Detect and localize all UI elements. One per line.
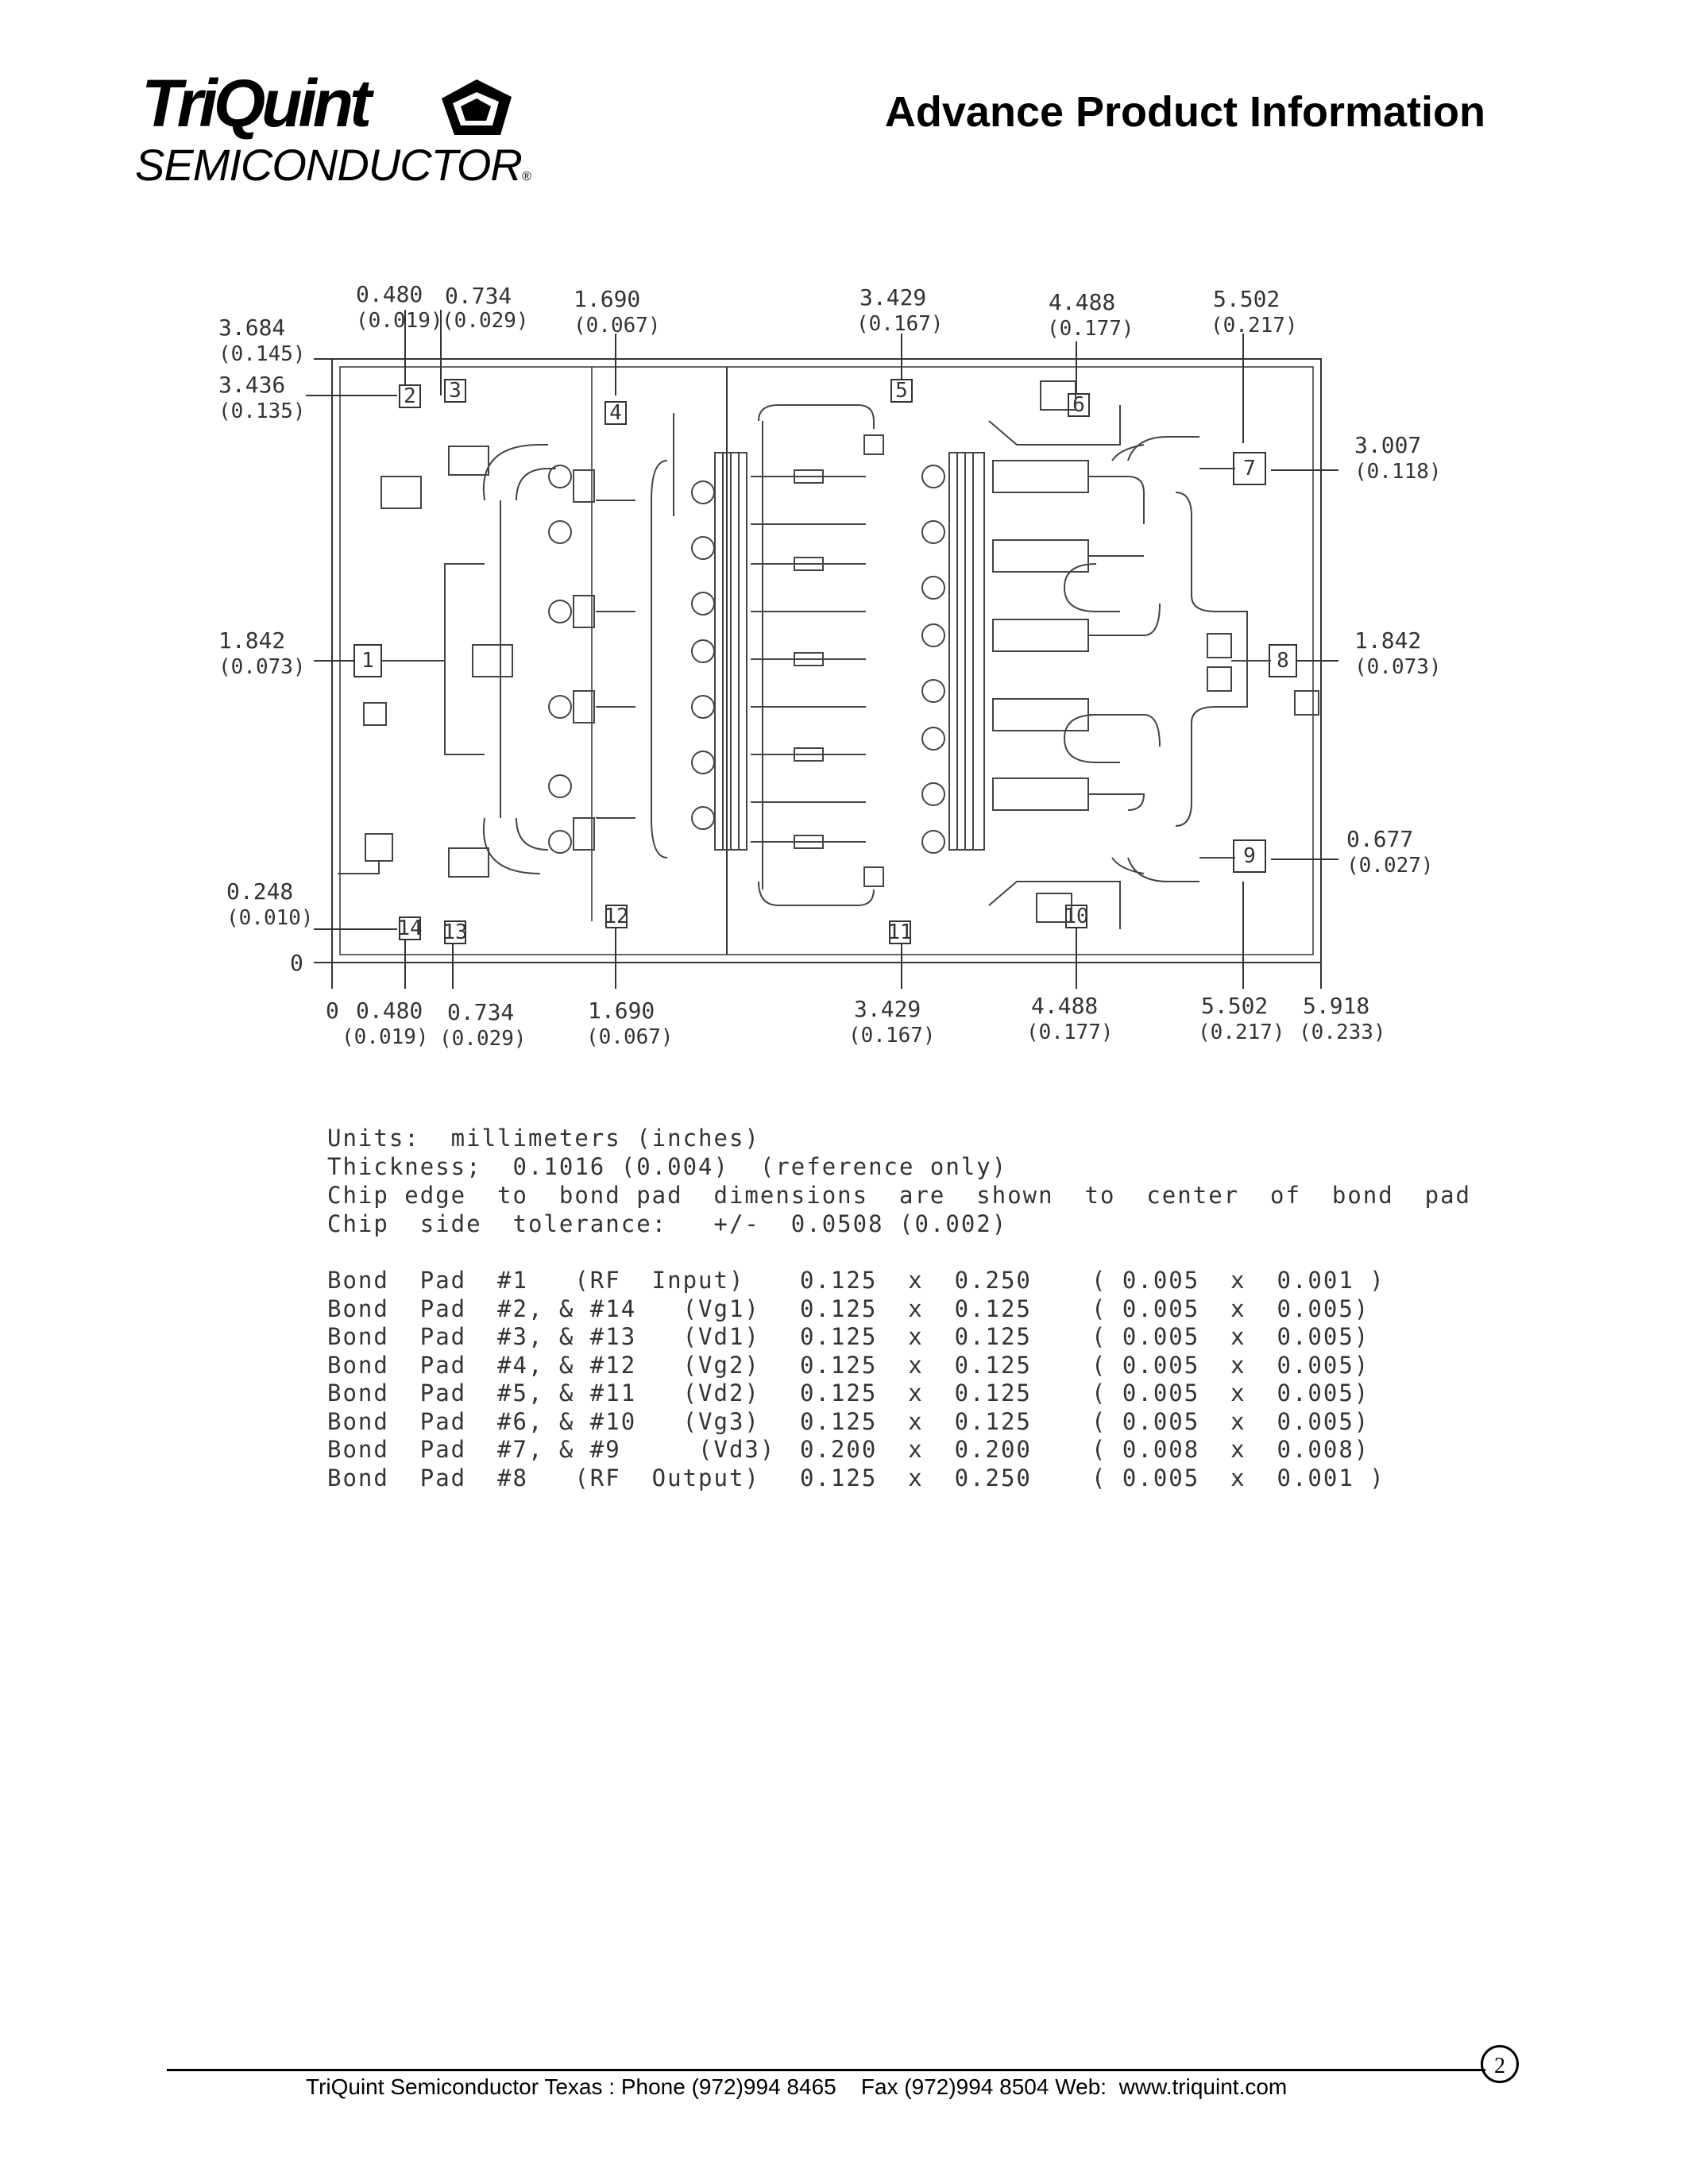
svg-text:(0.167): (0.167)	[848, 1024, 936, 1048]
svg-text:13: 13	[442, 920, 467, 944]
svg-text:3.429: 3.429	[854, 996, 921, 1022]
svg-text:(0.217): (0.217)	[1198, 1021, 1285, 1044]
svg-text:6: 6	[1072, 393, 1085, 417]
svg-text:5.502: 5.502	[1213, 286, 1280, 312]
svg-text:3.436: 3.436	[218, 372, 285, 398]
svg-text:5.502: 5.502	[1201, 993, 1268, 1019]
svg-text:11: 11	[887, 920, 912, 944]
svg-text:12: 12	[604, 905, 628, 928]
bond-pad-2	[399, 384, 421, 408]
footer-contact: TriQuint Semiconductor Texas : Phone (97…	[306, 2074, 1288, 2099]
svg-text:7: 7	[1243, 457, 1256, 480]
svg-text:2: 2	[404, 384, 416, 408]
svg-text:(0.073): (0.073)	[1354, 655, 1442, 679]
svg-text:0.480: 0.480	[356, 281, 423, 307]
bond-pad-numbers: 1 2 3 4 5 6 7 8 9 10 11 12 13 14	[361, 379, 1289, 944]
bond-pad-14	[399, 916, 421, 940]
svg-text:0.734: 0.734	[447, 999, 514, 1025]
svg-text:(0.177): (0.177)	[1047, 317, 1134, 341]
svg-text:0.677: 0.677	[1346, 826, 1413, 852]
svg-text:(0.167): (0.167)	[856, 312, 944, 336]
svg-text:(0.067): (0.067)	[586, 1025, 674, 1049]
logo-subtitle: SEMICONDUCTOR®	[135, 140, 531, 190]
svg-text:(0.233): (0.233)	[1299, 1021, 1386, 1044]
svg-text:3.429: 3.429	[859, 284, 926, 311]
note-thickness: Thickness; 0.1016 (0.004) (reference onl…	[327, 1153, 1008, 1180]
svg-text:0: 0	[326, 997, 339, 1024]
bottom-dimensions: 0 0.480 (0.019) 0.734 (0.029) 1.690 (0.0…	[326, 993, 1386, 1051]
svg-text:(0.177): (0.177)	[1026, 1021, 1114, 1044]
bond-pad-9	[1233, 839, 1266, 873]
svg-text:(0.029): (0.029)	[439, 1027, 527, 1051]
left-dimensions: 3.684 (0.145) 3.436 (0.135) 1.842 (0.073…	[218, 314, 314, 976]
svg-text:0.480: 0.480	[356, 997, 423, 1024]
svg-text:3: 3	[449, 379, 462, 403]
svg-text:4: 4	[609, 401, 622, 425]
svg-text:1.842: 1.842	[1354, 627, 1421, 654]
svg-text:14: 14	[397, 916, 422, 940]
svg-text:9: 9	[1243, 844, 1256, 868]
triquint-logo: TriQuint SEMICONDUCTOR®	[135, 70, 548, 197]
svg-text:(0.145): (0.145)	[218, 342, 306, 366]
note-dimensions: Chip edge to bond pad dimensions are sho…	[327, 1182, 1472, 1209]
svg-text:(0.019): (0.019)	[356, 309, 443, 333]
svg-text:(0.135): (0.135)	[218, 399, 306, 423]
svg-text:1.690: 1.690	[574, 286, 640, 312]
bond-pad-12	[605, 905, 628, 928]
svg-text:5.918: 5.918	[1303, 993, 1369, 1019]
note-tolerance: Chip side tolerance: +/- 0.0508 (0.002)	[327, 1210, 1008, 1237]
svg-text:(0.073): (0.073)	[218, 655, 306, 679]
svg-text:0: 0	[290, 950, 303, 976]
bond-pad-5	[890, 379, 913, 403]
top-dimensions: 0.480 (0.019) 0.734 (0.029) 1.690 (0.067…	[356, 281, 1298, 341]
page-number: 2	[1481, 2045, 1519, 2083]
die-layout-drawing: 1 2 3 4 5 6 7 8 9 10 11 12 13 14	[218, 281, 1442, 1051]
svg-text:1.690: 1.690	[588, 997, 655, 1024]
drawing-notes: Units: millimeters (inches) Thickness; 0…	[327, 1124, 1471, 1238]
right-dimensions: 3.007 (0.118) 1.842 (0.073) 0.677 (0.027…	[1346, 432, 1442, 878]
svg-text:(0.067): (0.067)	[574, 314, 661, 338]
logo-wordmark: TriQuint	[141, 66, 372, 141]
svg-text:(0.118): (0.118)	[1354, 460, 1442, 484]
bond-pad-6	[1068, 393, 1090, 417]
svg-text:(0.019): (0.019)	[342, 1025, 429, 1049]
svg-text:4.488: 4.488	[1049, 289, 1115, 315]
bond-pad-11	[889, 920, 911, 944]
svg-text:0.248: 0.248	[226, 878, 293, 905]
pentagon-logo-icon	[442, 79, 512, 135]
svg-text:1: 1	[361, 649, 374, 673]
svg-text:3.007: 3.007	[1354, 432, 1421, 458]
svg-text:(0.010): (0.010)	[226, 906, 314, 930]
bond-pad-8	[1269, 644, 1297, 677]
bond-pad-4	[605, 401, 627, 425]
svg-text:3.684: 3.684	[218, 314, 285, 341]
svg-text:(0.027): (0.027)	[1346, 854, 1434, 878]
svg-text:5: 5	[895, 379, 908, 403]
svg-text:0.734: 0.734	[445, 283, 512, 309]
svg-text:(0.029): (0.029)	[442, 309, 529, 333]
bond-pad-3	[444, 379, 466, 403]
svg-text:1.842: 1.842	[218, 627, 285, 654]
svg-text:4.488: 4.488	[1031, 993, 1098, 1019]
footer-rule	[167, 2069, 1485, 2071]
bond-pad-10	[1065, 905, 1087, 928]
svg-text:10: 10	[1064, 905, 1088, 928]
bond-pad-13	[444, 920, 466, 944]
svg-text:(0.217): (0.217)	[1211, 314, 1298, 338]
circuit-traces	[338, 380, 1319, 929]
chip-outline	[331, 358, 1322, 963]
page-title: Advance Product Information	[884, 88, 1485, 136]
chip-inner-outline	[339, 366, 1314, 955]
svg-text:8: 8	[1277, 649, 1289, 673]
note-units: Units: millimeters (inches)	[327, 1125, 760, 1152]
